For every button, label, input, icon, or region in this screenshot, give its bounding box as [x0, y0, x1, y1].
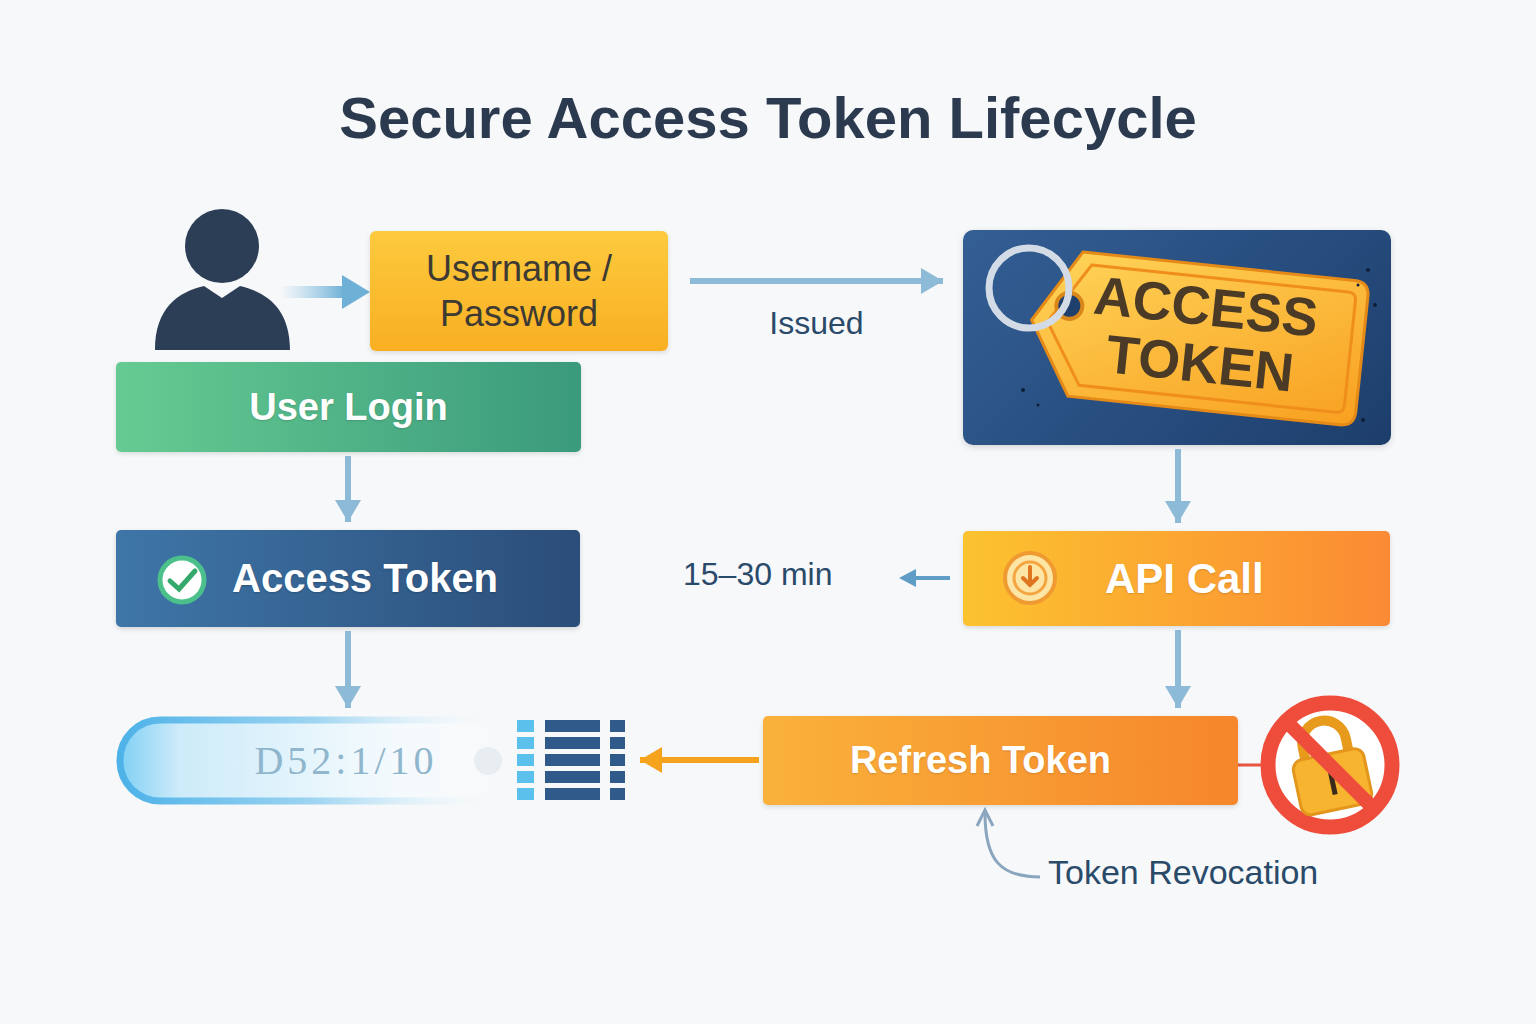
process-box: User Login [116, 362, 581, 452]
diagram-title: Secure Access Token Lifecycle [0, 84, 1536, 151]
flow-arrow [1175, 449, 1181, 523]
download-icon-part [1014, 562, 1046, 594]
annotation-label: Token Revocation [1048, 853, 1388, 892]
token-string-bar-part [610, 771, 625, 783]
user-body [155, 286, 290, 350]
token-tag-illustration-part [1361, 418, 1365, 422]
process-box: Refresh Token [763, 716, 1238, 805]
prohibition-ring [1268, 703, 1392, 827]
flow-arrow [1175, 630, 1181, 708]
arrow-head [342, 275, 370, 309]
process-box: API Call [963, 531, 1390, 626]
download-icon-part [1023, 567, 1037, 585]
arrow-shaft [280, 286, 344, 298]
token-tag-illustration-part [1037, 404, 1040, 407]
flow-arrow [345, 631, 351, 708]
revocation-icon [1268, 703, 1392, 827]
token-panel: ACCESS TOKEN [963, 230, 1391, 445]
token-string-node: D52:1/10 [116, 716, 625, 805]
node-text: ACCESS TOKEN [1066, 252, 1339, 418]
token-string-bar-part [545, 720, 600, 732]
annotation-label: 15–30 min [683, 556, 893, 593]
token-tag-illustration-part [1357, 284, 1360, 287]
lock-body [1291, 747, 1373, 817]
token-string-bar-part [517, 737, 534, 749]
token-string-bar-part [545, 771, 600, 783]
node-text: Access Token [232, 556, 498, 601]
token-string-bar-part [610, 720, 625, 732]
token-tag-illustration-part [1373, 303, 1377, 307]
check-icon-part [170, 571, 195, 589]
token-string-bar-part [610, 737, 625, 749]
duration-arrow [899, 569, 950, 587]
leader-line [985, 813, 1040, 877]
download-icon-part [1005, 553, 1055, 603]
token-tag-illustration-part-part [1024, 247, 1369, 426]
node-text: D52:1/10 [176, 716, 516, 805]
download-icon [1002, 550, 1058, 606]
token-string-bar-part [545, 737, 600, 749]
node-text: User Login [249, 386, 447, 429]
token-tag-illustration-part [989, 248, 1069, 328]
arrow-head [899, 569, 916, 587]
process-box: Access Token [116, 530, 580, 627]
token-string-bar-part [610, 754, 625, 766]
token-string-bar-part [474, 747, 502, 775]
token-string-bar-part [517, 754, 534, 766]
token-string-bar-part [545, 754, 600, 766]
token-string-bar-part [517, 720, 534, 732]
lock-symbol [1284, 714, 1373, 817]
flow-arrow [345, 456, 351, 522]
token-string-bar-part [610, 788, 625, 800]
edge-label: Issued [697, 305, 937, 342]
credentials-box: Username / Password [370, 231, 668, 351]
user-icon [155, 209, 290, 350]
token-tag-illustration-part [1024, 247, 1369, 426]
token-string-bar-part [517, 771, 534, 783]
arrow-shaft [912, 576, 950, 580]
node-text: Refresh Token [850, 739, 1111, 782]
node-text: Username / Password [400, 246, 638, 336]
user-head [185, 209, 259, 283]
token-tag-illustration-part [1021, 388, 1025, 392]
flow-arrow [640, 757, 759, 763]
flow-arrow [690, 278, 943, 284]
token-string-bar-part [545, 788, 600, 800]
leader-head [977, 810, 993, 826]
login-arrow [280, 275, 370, 309]
prohibition-slash [1289, 724, 1371, 806]
node-text: API Call [1105, 555, 1264, 603]
check-icon-part [160, 558, 204, 602]
revocation-leader [977, 810, 1040, 877]
token-string-bar-part [517, 788, 534, 800]
token-tag-illustration-part [1366, 268, 1370, 272]
check-icon [156, 554, 208, 606]
